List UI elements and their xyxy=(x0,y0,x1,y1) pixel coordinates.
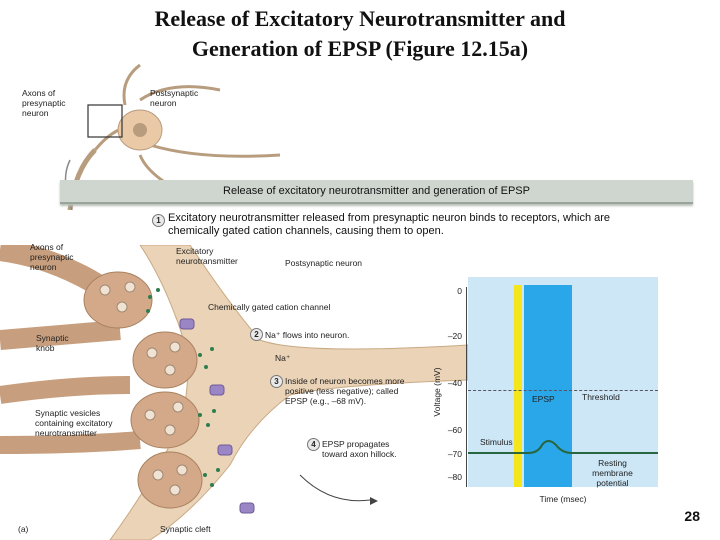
vesicles-label: Synaptic vesicles containing excitatory … xyxy=(35,408,113,438)
epsp-label: EPSP xyxy=(532,394,555,404)
step-1-text: Excitatory neurotransmitter released fro… xyxy=(168,212,611,237)
step-3-text: Inside of neuron becomes more positive (… xyxy=(285,376,405,406)
stimulus-label: Stimulus xyxy=(480,437,513,447)
title-line-2: Generation of EPSP (Figure 12.15a) xyxy=(191,36,529,61)
threshold-label: Threshold xyxy=(582,392,620,402)
zoom-box xyxy=(87,104,123,138)
stimulus-bar xyxy=(514,285,522,487)
tick-minus-60: –60 xyxy=(447,425,462,435)
axons-presynaptic-label: Axons of presynaptic neuron xyxy=(30,242,74,272)
neuron-overview-illustration xyxy=(60,63,281,210)
step-4-text: EPSP propagates toward axon hillock. xyxy=(322,439,397,459)
step-2-badge: 2 xyxy=(250,328,263,341)
title-line-1: Release of Excitatory Neurotransmitter a… xyxy=(154,6,566,31)
x-axis-label: Time (msec) xyxy=(539,494,587,504)
tick-minus-70: –70 xyxy=(447,449,462,459)
resting-label: Resting membrane potential xyxy=(592,458,633,488)
page-number: 28 xyxy=(684,508,700,524)
step-2-text: Na⁺ flows into neuron. xyxy=(265,330,350,340)
step-3-badge: 3 xyxy=(270,375,283,388)
y-axis-label: Voltage (mV) xyxy=(432,367,442,417)
synaptic-knob-4 xyxy=(137,451,203,509)
step-4-badge: 4 xyxy=(307,438,320,451)
na-ion-label: Na⁺ xyxy=(275,353,291,363)
synaptic-cleft-label: Synaptic cleft xyxy=(160,524,211,534)
channel-label: Chemically gated cation channel xyxy=(208,302,331,312)
threshold-line xyxy=(468,390,658,391)
tick-minus-80: –80 xyxy=(447,472,462,482)
postsynaptic-neuron-label: Postsynaptic neuron xyxy=(285,258,363,268)
step-1-badge: 1 xyxy=(152,214,165,227)
tick-0: 0 xyxy=(457,286,462,296)
page-title: Release of Excitatory Neurotransmitter a… xyxy=(0,4,720,64)
y-axis xyxy=(466,287,467,487)
synaptic-knob-label: Synaptic knob xyxy=(36,333,69,353)
tick-minus-40: –40 xyxy=(447,378,462,388)
synaptic-knob-1 xyxy=(83,271,153,329)
excitatory-nt-label: Excitatory neurotransmitter xyxy=(176,246,238,266)
synaptic-knob-2 xyxy=(132,331,198,389)
synapse-illustration xyxy=(0,245,468,540)
top-axons-label: Axons of presynaptic neuron xyxy=(22,88,66,118)
synaptic-knob-3 xyxy=(130,391,200,449)
membrane-potential-trace xyxy=(468,440,658,454)
panel-label: (a) xyxy=(18,524,29,534)
top-postsynaptic-label: Postsynaptic neuron xyxy=(150,88,199,108)
tick-minus-20: –20 xyxy=(447,331,462,341)
section-banner: Release of excitatory neurotransmitter a… xyxy=(60,180,693,204)
epsp-graph xyxy=(468,277,658,487)
section-banner-text: Release of excitatory neurotransmitter a… xyxy=(223,185,530,197)
